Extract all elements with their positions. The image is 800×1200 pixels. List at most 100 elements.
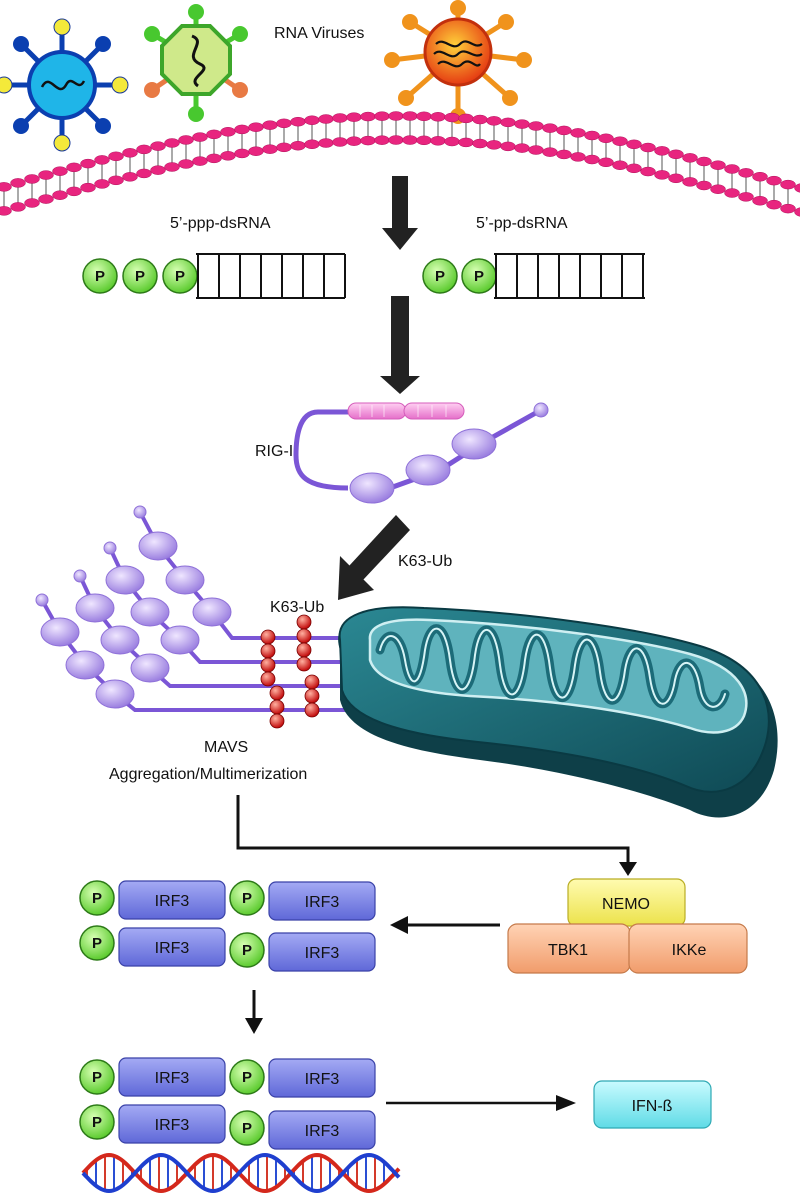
lipid-head (444, 136, 460, 147)
mavs-domain (100, 625, 140, 655)
lipid-head (10, 202, 26, 212)
mavs-domain (130, 653, 170, 683)
phosphate-label: P (92, 890, 102, 907)
irf3-box (118, 1057, 226, 1097)
mavs-domain (105, 565, 145, 595)
phosphate-icon (229, 1110, 265, 1146)
mavs-terminus (73, 569, 87, 583)
lipid-head (290, 140, 306, 151)
lipid-head (724, 188, 740, 198)
ubiquitin-bead (296, 614, 312, 630)
phosphate-label: P (435, 268, 445, 285)
lipid-head (66, 162, 82, 173)
irf3-label: IRF3 (305, 1071, 340, 1088)
lipid-head (794, 207, 800, 217)
ifn-beta-box: IFN-ß (593, 1080, 712, 1129)
lipid-head (640, 142, 656, 153)
ubiquitin-bead (269, 699, 285, 715)
lipid-head (780, 179, 796, 190)
ikke-label: IKKe (672, 942, 707, 959)
p-irf3-unit: IRF3 P (229, 932, 376, 972)
lipid-head (556, 149, 572, 160)
lipid-head (556, 125, 572, 136)
irf3-label: IRF3 (155, 940, 190, 957)
red-virus-icon (384, 0, 532, 124)
lipid-head (332, 113, 348, 123)
sensing-arrow-icon (380, 296, 420, 394)
lipid-head (192, 156, 208, 166)
lipid-head (682, 177, 698, 187)
lipid-head (570, 128, 586, 138)
mavs-domain (40, 617, 80, 647)
lipid-head (766, 175, 782, 186)
irf3-box (118, 880, 226, 920)
lipid-head (724, 164, 740, 174)
lipid-head (304, 115, 320, 126)
phosphate-label: P (92, 1069, 102, 1086)
lipid-head (458, 113, 474, 124)
nemo-label: NEMO (602, 896, 650, 913)
lipid-head (626, 163, 642, 174)
lipid-head (584, 154, 600, 165)
lipid-head (626, 139, 642, 150)
entry-arrow-icon (382, 176, 418, 250)
irf3-box (268, 1110, 376, 1150)
lipid-head (598, 157, 614, 168)
lipid-head (500, 117, 516, 128)
lipid-head (738, 168, 754, 178)
mavs-domain (75, 593, 115, 623)
phosphate-label: P (242, 942, 252, 959)
ubiquitin-bead (260, 657, 276, 673)
lipid-head (682, 153, 698, 163)
lipid-head (318, 114, 334, 124)
ubiquitin-bead (260, 671, 276, 687)
mavs-terminus (35, 593, 49, 607)
mavs-aggregate (35, 505, 360, 712)
ubiquitin-bead (260, 629, 276, 645)
phosphate-icon (229, 932, 265, 968)
ppp-dsrna-molecule: P P P (82, 253, 346, 299)
dimerization-arrow-icon (245, 990, 263, 1034)
phosphate-label: P (92, 1114, 102, 1131)
lipid-head (430, 112, 446, 122)
rig-i-label: RIG-I (255, 443, 293, 460)
lipid-head (486, 140, 502, 150)
k63-ubiquitin-chains (260, 614, 320, 729)
lipid-head (402, 135, 418, 145)
lipid-head (262, 144, 278, 154)
lipid-head (136, 144, 152, 155)
p-irf3-unit: IRF3 P (229, 1058, 376, 1098)
lipid-head (444, 112, 460, 123)
phosphate-label: P (242, 1069, 252, 1086)
ubiquitin-bead (269, 713, 285, 729)
lipid-head (640, 166, 656, 177)
irf3-label: IRF3 (305, 945, 340, 962)
lipid-head (668, 149, 684, 160)
ifn-beta-label: IFN-ß (632, 1098, 673, 1115)
irf3-box (118, 927, 226, 967)
lipid-head (178, 159, 194, 169)
lipid-head (654, 146, 670, 156)
lipid-head (24, 198, 40, 208)
lipid-head (710, 184, 726, 194)
lipid-head (192, 132, 208, 142)
pp-dsrna-molecule: P P (422, 253, 645, 299)
lipid-head (108, 151, 124, 162)
dna-strand (81, 1152, 401, 1194)
lipid-head (206, 153, 222, 164)
dna-double-helix-icon (81, 1152, 401, 1194)
lipid-head (528, 145, 544, 155)
irf3-box (268, 1058, 376, 1098)
lipid-head (654, 170, 670, 180)
lipid-head (402, 111, 418, 121)
cell-membrane-lipid-bilayer (0, 111, 800, 217)
lipid-head (346, 136, 362, 146)
lipid-head (542, 147, 558, 157)
ikke-box: IKKe (628, 923, 748, 974)
lipid-head (178, 135, 194, 145)
irf3-label: IRF3 (155, 1117, 190, 1134)
lipid-head (416, 111, 432, 122)
